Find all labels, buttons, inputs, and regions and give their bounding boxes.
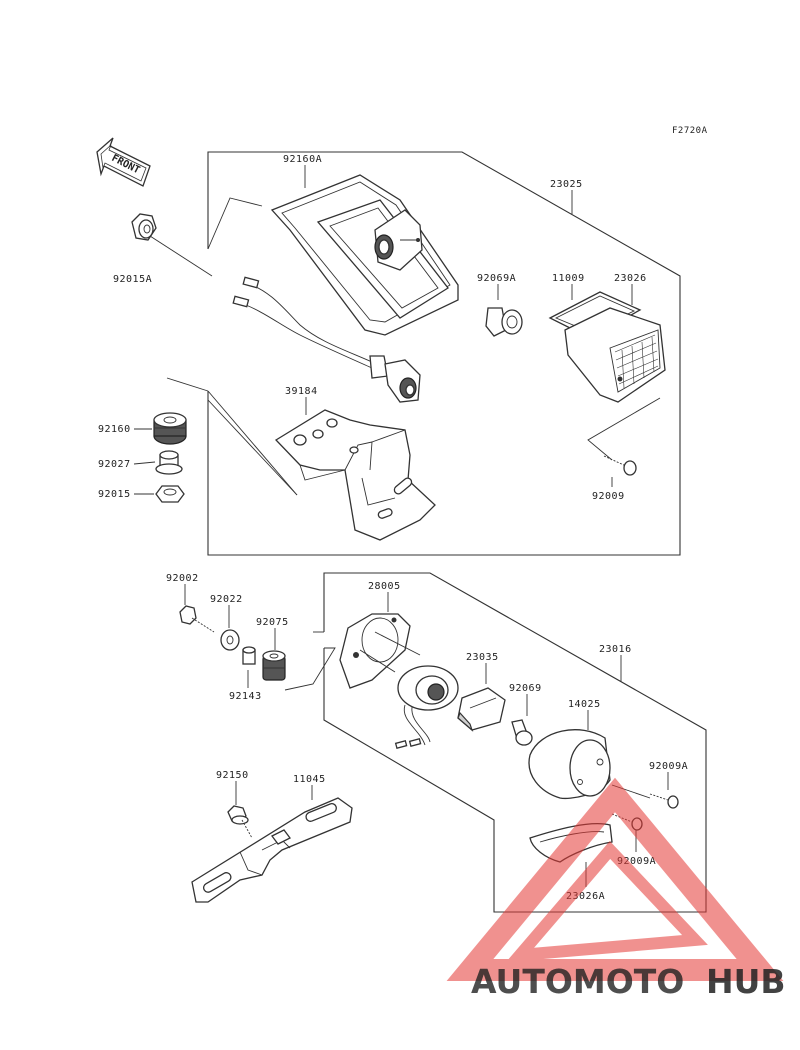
screw-92009 <box>603 455 637 476</box>
label-23035: 23035 <box>466 652 499 663</box>
upper-assembly-box <box>149 151 681 556</box>
label-92015: 92015 <box>98 489 131 500</box>
watermark-logo <box>446 777 784 981</box>
label-92002: 92002 <box>166 573 199 584</box>
label-92022: 92022 <box>210 594 243 605</box>
label-92009A-upper: 92009A <box>649 761 688 772</box>
grommet-92075 <box>262 650 286 681</box>
socket-23035 <box>394 665 459 749</box>
label-92160A: 92160A <box>283 154 322 165</box>
bracket-11045 <box>191 797 353 903</box>
label-92027: 92027 <box>98 459 131 470</box>
label-39184: 39184 <box>285 386 318 397</box>
bulb-92069A <box>485 307 523 337</box>
front-arrow-icon: FRONT <box>96 137 151 187</box>
label-92143: 92143 <box>229 691 262 702</box>
label-92160: 92160 <box>98 424 131 435</box>
label-11009: 11009 <box>552 273 585 284</box>
label-23026A: 23026A <box>566 891 605 902</box>
figure-code: F2720A <box>672 126 708 136</box>
label-14025: 14025 <box>568 699 601 710</box>
lens-14025 <box>528 729 611 800</box>
label-28005: 28005 <box>368 581 401 592</box>
taillight-housing-92160A <box>270 174 459 336</box>
screw-92009A-upper <box>649 793 679 809</box>
wiring-harness <box>232 276 421 403</box>
nut-92015A <box>131 213 157 241</box>
watermark-text-part2: HUB <box>706 962 786 1001</box>
label-92150: 92150 <box>216 770 249 781</box>
label-92069: 92069 <box>509 683 542 694</box>
collar-92027 <box>155 450 183 475</box>
bulb-92069 <box>511 719 533 746</box>
label-92069A: 92069A <box>477 273 516 284</box>
collar-92143 <box>242 646 256 665</box>
lens-assembly-23026 <box>548 291 666 403</box>
watermark-text-part1: AUTOMOTO <box>471 962 684 1001</box>
nut-92015 <box>155 485 185 503</box>
base-28005 <box>339 613 421 689</box>
label-92009A-lower: 92009A <box>617 856 656 867</box>
bracket-39184 <box>274 409 436 541</box>
label-23026: 23026 <box>614 273 647 284</box>
washer-92022 <box>220 629 240 651</box>
label-23016: 23016 <box>599 644 632 655</box>
grommet-92160 <box>153 412 187 445</box>
label-92015A: 92015A <box>113 274 152 285</box>
watermark-text: AUTOMOTO HUB <box>471 962 786 1001</box>
bolt-92150 <box>227 805 253 839</box>
bolt-92002 <box>179 605 215 633</box>
label-23025: 23025 <box>550 179 583 190</box>
label-11045: 11045 <box>293 774 326 785</box>
holder-23035 <box>457 687 506 732</box>
label-92075: 92075 <box>256 617 289 628</box>
label-92009: 92009 <box>592 491 625 502</box>
